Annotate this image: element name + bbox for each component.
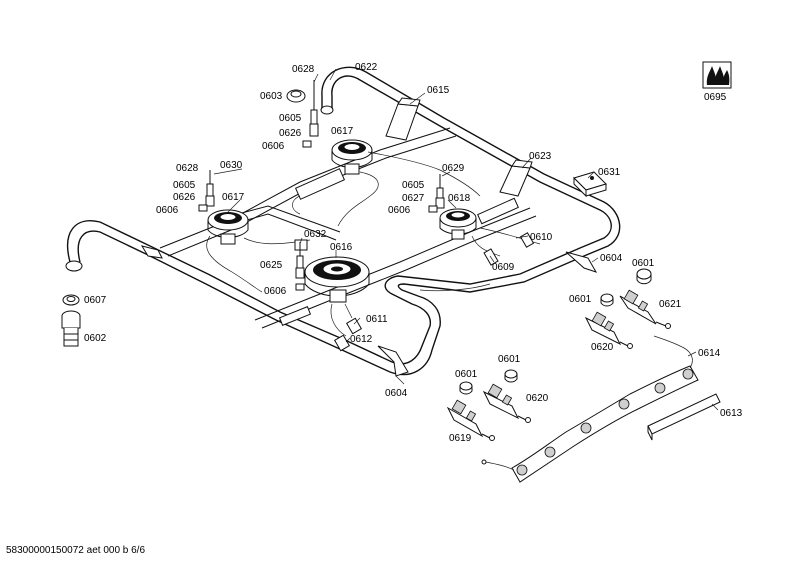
label-0605: 0605 bbox=[173, 180, 196, 191]
label-0625: 0625 bbox=[260, 260, 283, 271]
label-0614: 0614 bbox=[698, 348, 721, 359]
label-0613: 0613 bbox=[720, 408, 743, 419]
rail-bar-0613 bbox=[647, 393, 721, 441]
label-0619: 0619 bbox=[449, 433, 472, 444]
label-0629: 0629 bbox=[442, 163, 465, 174]
label-0628: 0628 bbox=[292, 64, 315, 75]
parts-top-cluster bbox=[286, 80, 319, 148]
label-0601: 0601 bbox=[569, 294, 592, 305]
label-0606: 0606 bbox=[264, 286, 287, 297]
label-0622: 0622 bbox=[355, 62, 378, 73]
label-0607: 0607 bbox=[84, 295, 107, 306]
label-0631: 0631 bbox=[598, 167, 621, 178]
label-0612: 0612 bbox=[350, 334, 373, 345]
manifold-frame bbox=[65, 66, 621, 376]
label-0620: 0620 bbox=[591, 342, 614, 353]
label-0606: 0606 bbox=[388, 205, 411, 216]
burner-0618 bbox=[439, 208, 477, 240]
thermocouple-leads bbox=[206, 151, 541, 337]
valve-0601-right bbox=[600, 268, 652, 307]
burner-0617-left bbox=[207, 209, 249, 245]
parts-0632-cluster bbox=[295, 242, 305, 291]
label-0626: 0626 bbox=[173, 192, 196, 203]
valve-0621 bbox=[619, 289, 671, 329]
brackets bbox=[140, 97, 598, 377]
label-0603: 0603 bbox=[260, 91, 283, 102]
label-0611: 0611 bbox=[366, 314, 388, 325]
parts-left-cluster bbox=[198, 170, 215, 212]
label-0609: 0609 bbox=[492, 262, 515, 273]
label-0601: 0601 bbox=[632, 258, 655, 269]
label-0604: 0604 bbox=[600, 253, 623, 264]
label-0616: 0616 bbox=[330, 242, 353, 253]
parts-mid-cluster bbox=[428, 174, 445, 213]
valve-0620-lower bbox=[482, 383, 531, 423]
valve-0619 bbox=[446, 399, 495, 441]
label-0623: 0623 bbox=[529, 151, 552, 162]
label-0618: 0618 bbox=[448, 193, 471, 204]
label-0617: 0617 bbox=[331, 126, 354, 137]
label-0605: 0605 bbox=[279, 113, 302, 124]
label-0695: 0695 bbox=[704, 92, 727, 103]
label-0626: 0626 bbox=[279, 128, 302, 139]
label-0621: 0621 bbox=[659, 299, 682, 310]
part-labels: 0622 0628 0603 0605 0626 0606 0617 0615 … bbox=[84, 62, 743, 444]
label-0628: 0628 bbox=[176, 163, 199, 174]
label-0617: 0617 bbox=[222, 192, 245, 203]
label-0606: 0606 bbox=[262, 141, 285, 152]
label-0604: 0604 bbox=[385, 388, 408, 399]
spark-generator-0631 bbox=[573, 171, 607, 198]
footer-document-code: 58300000150072 aet 000 b 6/6 bbox=[6, 545, 145, 556]
burner-support-bars bbox=[159, 127, 537, 329]
label-0605: 0605 bbox=[402, 180, 425, 191]
label-0627: 0627 bbox=[402, 193, 425, 204]
label-0620: 0620 bbox=[526, 393, 549, 404]
burner-0617-top bbox=[331, 139, 373, 175]
label-0606: 0606 bbox=[156, 205, 179, 216]
valve-0620-right bbox=[584, 311, 633, 349]
label-0610: 0610 bbox=[530, 232, 553, 243]
fittings bbox=[294, 232, 535, 352]
connector-0607-0602 bbox=[61, 294, 81, 347]
label-0602: 0602 bbox=[84, 333, 107, 344]
gas-rail-0614 bbox=[481, 335, 699, 483]
label-0615: 0615 bbox=[427, 85, 450, 96]
flame-symbol-0695 bbox=[702, 61, 732, 89]
leader-lines bbox=[213, 68, 719, 411]
valve-0601-lower bbox=[459, 369, 518, 395]
label-0601: 0601 bbox=[455, 369, 478, 380]
label-0632: 0632 bbox=[304, 229, 327, 240]
label-0630: 0630 bbox=[220, 160, 243, 171]
label-0601: 0601 bbox=[498, 354, 521, 365]
burner-0616 bbox=[304, 256, 370, 303]
